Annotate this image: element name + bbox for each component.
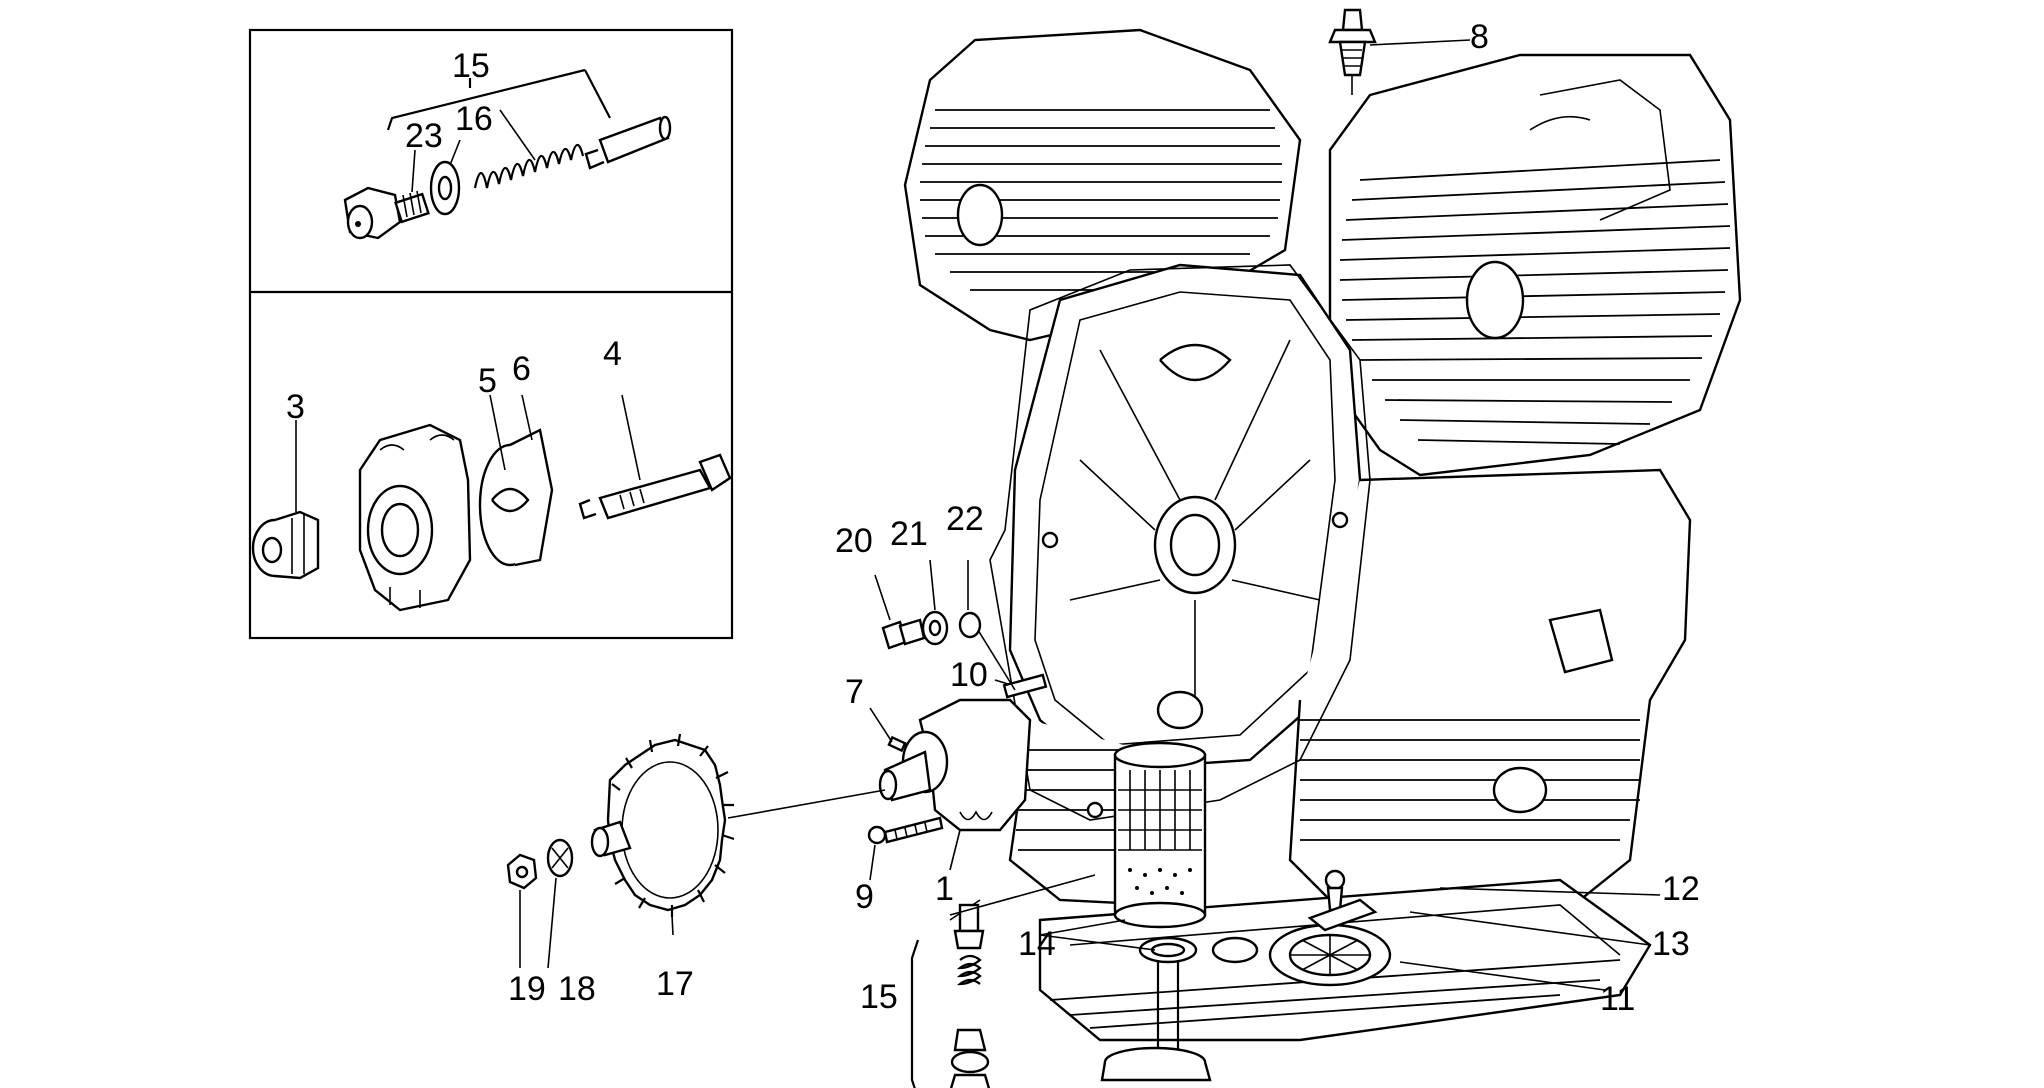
callout-21: 21 [890, 515, 928, 553]
callout-20: 20 [835, 522, 873, 560]
callout-16: 16 [455, 100, 493, 138]
callout-14: 14 [1018, 925, 1056, 963]
drive-sprocket [506, 733, 735, 917]
callout-18: 18 [558, 970, 596, 1008]
sump-bolt-plate [1307, 869, 1378, 932]
callout-13: 13 [1652, 925, 1690, 963]
callout-1: 1 [935, 870, 954, 908]
callout-6: 6 [512, 350, 531, 388]
callout-4: 4 [603, 335, 622, 373]
oil-pressure-sender [1328, 8, 1471, 95]
callout-19: 19 [508, 970, 546, 1008]
callout-9: 9 [855, 878, 874, 916]
oil-pump-assembly [867, 673, 1048, 845]
callout-17: 17 [656, 965, 694, 1003]
callout-5: 5 [478, 362, 497, 400]
lower-relief-valve [910, 899, 991, 1088]
callout-labels: 15 23 16 3 5 6 4 8 20 21 22 10 7 9 1 19 … [286, 18, 1700, 1018]
callout-7: 7 [845, 673, 864, 711]
callout-8: 8 [1470, 18, 1489, 56]
inset-box [248, 28, 734, 640]
relief-valve-assembly [343, 68, 672, 240]
callout-12: 12 [1662, 870, 1700, 908]
callout-15-top: 15 [452, 47, 490, 85]
callout-3: 3 [286, 388, 305, 426]
callout-10: 10 [950, 656, 988, 694]
oil-filter [1100, 741, 1212, 1082]
callout-23: 23 [405, 117, 443, 155]
leader-lines [519, 559, 1661, 991]
oil-pump-internals [251, 394, 732, 612]
callout-11: 11 [1600, 980, 1635, 1018]
engine-block [903, 28, 1742, 907]
callout-15-bottom: 15 [860, 978, 898, 1016]
bolt-washer-oring [881, 610, 1016, 691]
callout-22: 22 [946, 500, 984, 538]
